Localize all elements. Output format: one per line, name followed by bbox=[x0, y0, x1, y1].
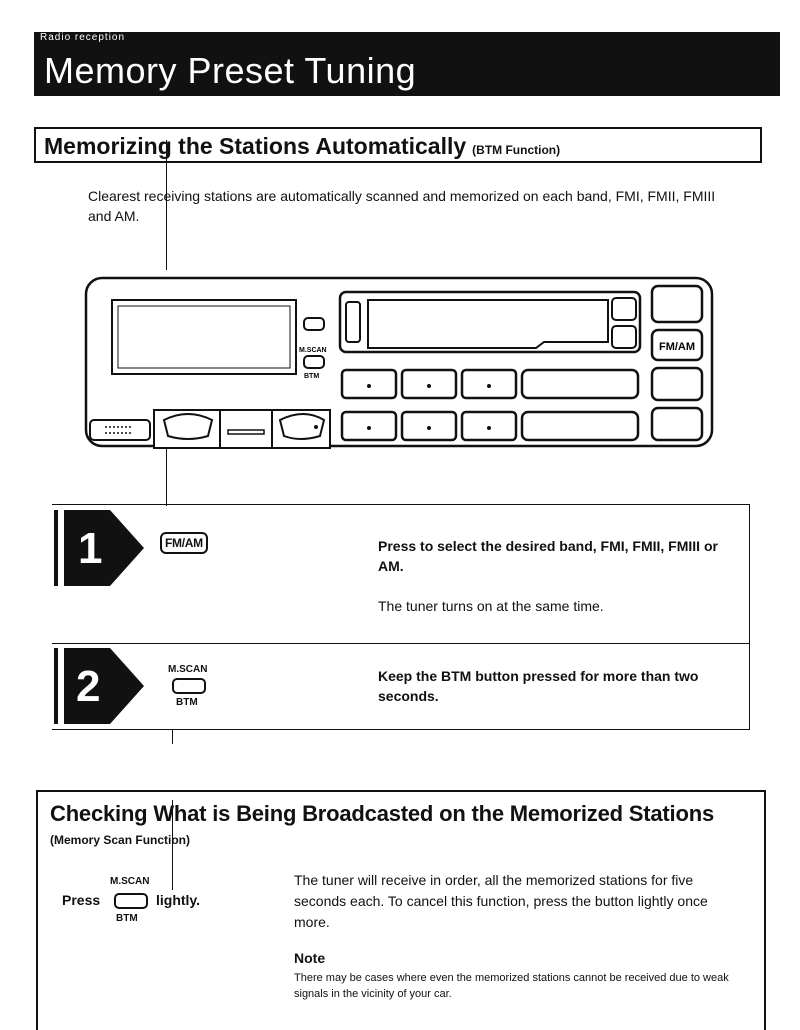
note-body: There may be cases where even the memori… bbox=[294, 972, 729, 1000]
fmam-button-icon: FM/AM bbox=[160, 532, 208, 554]
section-auto-intro: Clearest receiving stations are automati… bbox=[88, 188, 716, 224]
step-2-box bbox=[52, 644, 750, 730]
step-1-box bbox=[52, 504, 750, 644]
guide-line bbox=[172, 730, 173, 744]
section-auto-title-box bbox=[34, 127, 762, 163]
section-auto-title: Memorizing the Stations Automatically (BT… bbox=[44, 131, 560, 165]
guide-line bbox=[172, 800, 173, 890]
section-auto-title-text: Memorizing the Stations Automatically bbox=[44, 133, 467, 159]
section-scan-subtitle: (Memory Scan Function) bbox=[50, 833, 191, 847]
header-bar bbox=[34, 32, 780, 96]
step-2-mscan-label: M.SCAN bbox=[168, 664, 208, 675]
step-1-badge bbox=[54, 510, 144, 586]
section-scan-body: The tuner will receive in order, all the… bbox=[294, 872, 708, 930]
section-auto-title-suffix: (BTM Function) bbox=[472, 143, 561, 157]
press-word: Press bbox=[62, 892, 101, 908]
guide-line bbox=[166, 448, 167, 506]
lightly-word: lightly. bbox=[156, 892, 201, 908]
header-kicker: Radio reception bbox=[40, 32, 126, 43]
section-scan-box bbox=[36, 790, 766, 1030]
page-title: Memory Preset Tuning bbox=[44, 50, 417, 91]
step-2-number: 2 bbox=[76, 662, 101, 711]
btm-button-icon bbox=[114, 893, 148, 909]
step-2-instruction: Keep the BTM button pressed for more tha… bbox=[378, 668, 699, 704]
section-scan-title: Checking What is Being Broadcasted on th… bbox=[50, 801, 714, 826]
radio-faceplate-illustration: M.SCAN BTM FM/AM bbox=[84, 276, 714, 449]
note-heading: Note bbox=[294, 950, 326, 966]
step-2-badge bbox=[54, 648, 144, 724]
step-1-number: 1 bbox=[78, 524, 103, 573]
step-2-btm-label: BTM bbox=[176, 697, 198, 708]
radio-mscan-label: M.SCAN bbox=[299, 347, 327, 354]
step-1-note: The tuner turns on at the same time. bbox=[378, 598, 604, 614]
guide-line bbox=[166, 140, 167, 270]
radio-fmam-label: FM/AM bbox=[659, 341, 695, 353]
radio-btm-label: BTM bbox=[304, 373, 319, 380]
btm-button-icon bbox=[172, 678, 206, 694]
scan-mscan-label: M.SCAN bbox=[110, 876, 150, 887]
scan-btm-label: BTM bbox=[116, 913, 138, 924]
step-1-instruction: Press to select the desired band, FMI, F… bbox=[378, 538, 718, 574]
